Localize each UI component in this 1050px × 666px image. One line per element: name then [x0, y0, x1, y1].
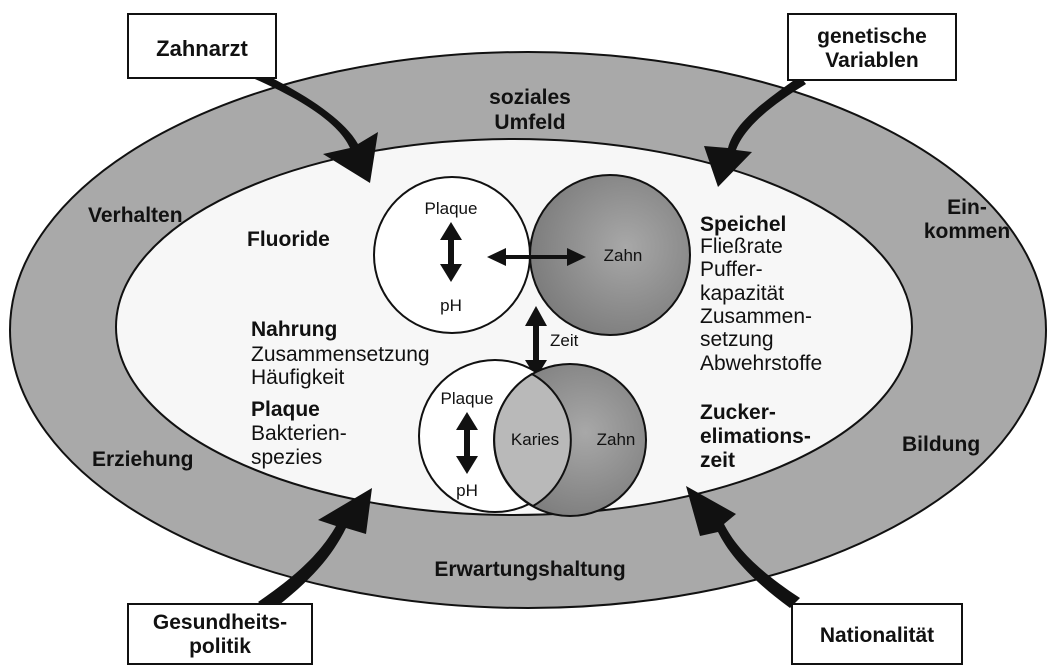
speichel-item-4: Zusammen- [700, 305, 812, 328]
plaque-zahn-arrow [487, 248, 586, 266]
verhalten-label: Verhalten [88, 204, 183, 227]
plaque-item-2: spezies [251, 446, 322, 469]
top-plaque-label: Plaque [425, 199, 478, 218]
soziales-umfeld-line-2: Umfeld [494, 111, 565, 134]
speichel-item-1: Fließrate [700, 235, 783, 258]
arrow-gesundheitspolitik [258, 488, 372, 612]
zucker-line-3: zeit [700, 449, 735, 472]
speichel-item-2: Puffer- [700, 258, 763, 281]
plaque-item-1: Bakterien- [251, 422, 347, 445]
box-nationalitaet: Nationalität [791, 603, 963, 665]
genetik-line-1: genetische [817, 25, 927, 48]
genetik-line-2: Variablen [825, 49, 918, 72]
box-zahnarzt: Zahnarzt [127, 13, 277, 79]
zeit-label: Zeit [550, 331, 579, 350]
zahnarzt-label: Zahnarzt [156, 36, 248, 61]
speichel-item-6: Abwehrstoffe [700, 352, 822, 375]
inner-field [115, 138, 913, 516]
plaque-label: Plaque [251, 398, 320, 421]
top-plaque-ph-arrow [440, 222, 462, 282]
fluoride-label: Fluoride [247, 228, 330, 251]
box-genetische-variablen: genetische Variablen [787, 13, 957, 81]
speichel-label: Speichel [700, 213, 786, 236]
nahrung-item-1: Zusammensetzung [251, 343, 430, 366]
speichel-item-3: kapazität [700, 282, 784, 305]
arrow-zahnarzt [248, 68, 378, 183]
nahrung-label: Nahrung [251, 318, 337, 341]
bottom-plaque-ph-arrow [456, 412, 478, 474]
arrow-nationalitaet [686, 486, 800, 608]
zucker-line-1: Zucker- [700, 401, 776, 424]
bottom-ph-label: pH [456, 481, 478, 500]
gesundheitspolitik-line-2: politik [189, 635, 251, 658]
karies-overlap [493, 372, 572, 508]
erziehung-label: Erziehung [92, 448, 194, 471]
erwartungshaltung-label: Erwartungshaltung [434, 558, 625, 581]
nahrung-item-2: Häufigkeit [251, 366, 345, 389]
bottom-plaque-label: Plaque [441, 389, 494, 408]
top-ph-label: pH [440, 296, 462, 315]
soziales-umfeld-line-1: soziales [489, 86, 571, 109]
karies-label: Karies [511, 430, 559, 449]
gesundheitspolitik-line-1: Gesundheits- [153, 611, 287, 634]
bottom-zahn-label: Zahn [597, 430, 636, 449]
nationalitaet-label: Nationalität [820, 624, 934, 647]
speichel-item-5: setzung [700, 328, 774, 351]
top-zahn-label: Zahn [604, 246, 643, 265]
einkommen-line-2: kommen [924, 220, 1010, 243]
einkommen-line-1: Ein- [947, 196, 987, 219]
zeit-arrow [525, 306, 547, 378]
zucker-line-2: elimations- [700, 425, 811, 448]
bildung-label: Bildung [902, 433, 980, 456]
arrow-genetik [704, 76, 806, 187]
box-gesundheitspolitik: Gesundheits- politik [127, 603, 313, 665]
